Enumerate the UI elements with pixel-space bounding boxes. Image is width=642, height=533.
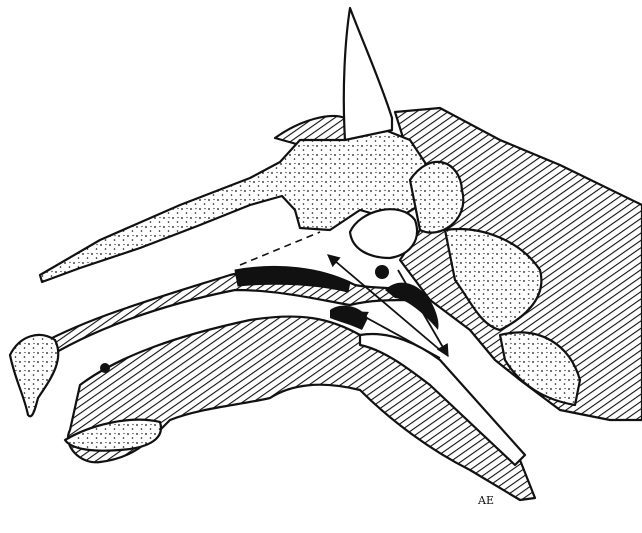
- ear: [344, 8, 392, 140]
- marker-dot-lower: [100, 363, 110, 373]
- hyoid-bone-upper: [410, 162, 463, 233]
- upper-lip: [10, 335, 58, 416]
- marker-dot-upper: [375, 265, 389, 279]
- guttural-pouch: [350, 209, 417, 258]
- nasal-bone: [40, 128, 430, 282]
- dashed-guide: [240, 232, 320, 265]
- artist-signature: AE: [478, 494, 494, 507]
